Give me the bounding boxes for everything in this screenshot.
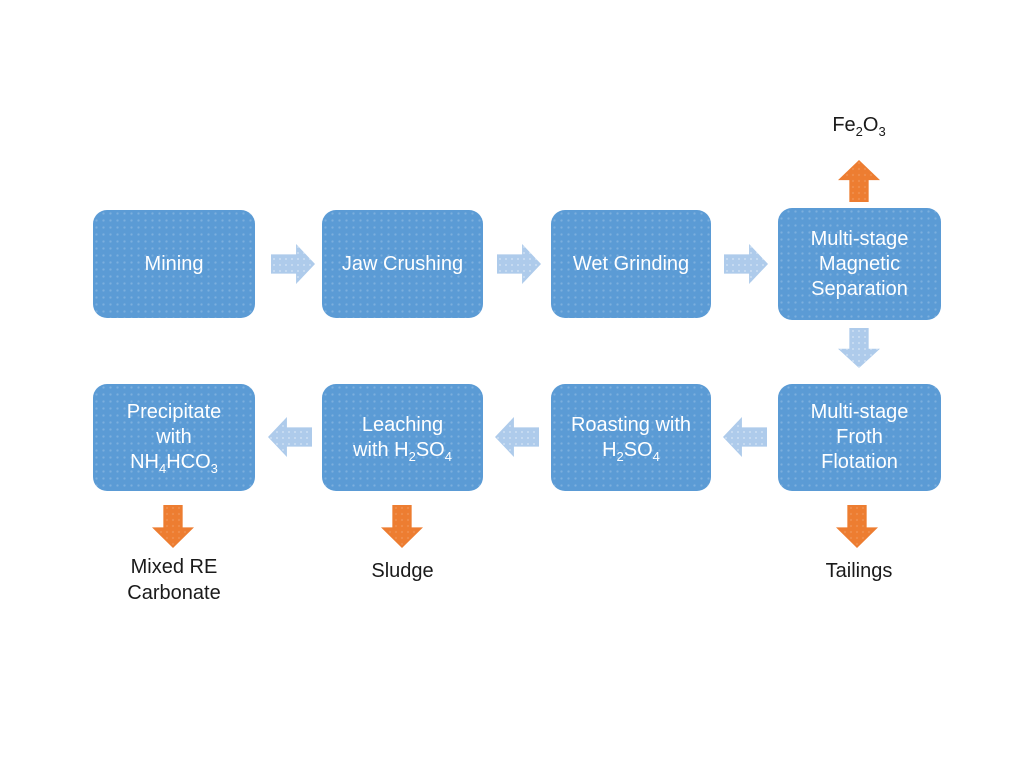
process-box-jaw-crushing: Jaw Crushing [322, 210, 483, 318]
process-box-roasting-label: Roasting with H2SO4 [570, 413, 692, 464]
output-arrow-up-icon [838, 160, 880, 202]
process-box-leaching: Leaching with H2SO4 [322, 384, 483, 491]
process-box-roasting: Roasting with H2SO4 [551, 384, 711, 491]
output-label-sludge: Sludge [371, 560, 434, 582]
output-arrow-down-icon [152, 505, 194, 548]
output-label-mixed-re-carbonate: Mixed RE Carbonate [127, 556, 221, 604]
process-box-magnetic-separation-label: Multi-stage Magnetic Separation [810, 227, 909, 300]
process-box-froth-flotation: Multi-stage Froth Flotation [778, 384, 941, 491]
flow-arrow-left-icon [268, 417, 312, 457]
flow-arrow-down-icon [838, 328, 880, 368]
flow-arrow-right-icon [497, 244, 541, 284]
output-label-tailings: Tailings [825, 560, 893, 582]
output-label-fe2o3: Fe2O3 [832, 114, 886, 139]
process-box-leaching-label: Leaching with H2SO4 [353, 413, 452, 464]
process-box-froth-flotation-label: Multi-stage Froth Flotation [810, 401, 909, 473]
flow-arrow-right-icon [724, 244, 768, 284]
process-box-mining: Mining [93, 210, 255, 318]
process-box-wet-grinding-label: Wet Grinding [572, 252, 690, 275]
flow-arrow-left-icon [495, 417, 539, 457]
process-box-precipitate-label: Precipitate with NH4HCO3 [126, 401, 222, 476]
output-arrow-down-icon [836, 505, 878, 548]
process-box-jaw-crushing-label: Jaw Crushing [341, 252, 464, 275]
process-box-mining-label: Mining [144, 252, 204, 275]
output-arrow-down-icon [381, 505, 423, 548]
flow-arrow-right-icon [271, 244, 315, 284]
process-box-magnetic-separation: Multi-stage Magnetic Separation [778, 208, 941, 320]
process-box-wet-grinding: Wet Grinding [551, 210, 711, 318]
process-box-precipitate: Precipitate with NH4HCO3 [93, 384, 255, 491]
flow-arrow-left-icon [723, 417, 767, 457]
